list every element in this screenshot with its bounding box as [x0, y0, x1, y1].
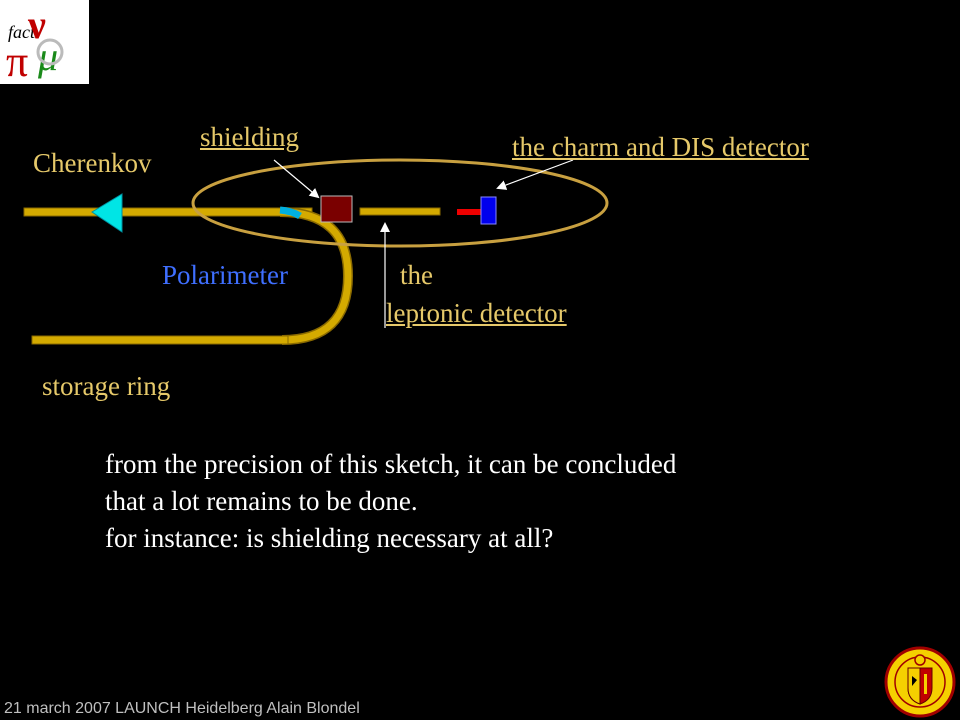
logo-nu-text: ν — [27, 2, 46, 47]
upper-beamline — [23, 207, 313, 217]
storage-ring-label: storage ring — [42, 371, 171, 401]
shielding-block — [320, 195, 353, 223]
polarimeter-segment — [279, 206, 302, 220]
beamline-bend — [279, 208, 352, 344]
cherenkov-label: Cherenkov — [33, 148, 152, 178]
logo-ring-icon — [36, 38, 64, 66]
cherenkov-counter-icon — [91, 193, 123, 233]
conclusion-line-2: that a lot remains to be done. — [105, 486, 418, 516]
charm-arrow — [496, 159, 574, 190]
charm-dis-label: the charm and DIS detector — [512, 132, 809, 162]
logo-mu-text: μ — [37, 34, 58, 79]
leptonic-label-line1: the — [400, 260, 433, 290]
slide-footer: 21 march 2007 LAUNCH Heidelberg Alain Bl… — [4, 700, 360, 717]
leptonic-label-line2: leptonic detector — [386, 298, 567, 328]
logo-fact-text: fact — [8, 22, 36, 42]
nufact-logo-graphic: fact ν π μ — [6, 2, 64, 86]
shielding-arrow — [273, 159, 320, 199]
shielding-label: shielding — [200, 122, 299, 152]
logo-pi-text: π — [6, 37, 28, 84]
polarimeter-label: Polarimeter — [162, 260, 288, 290]
university-seal-icon — [884, 646, 956, 718]
charm-detector-red-bar — [457, 209, 483, 215]
conclusion-line-3: for instance: is shielding necessary at … — [105, 523, 554, 553]
leptonic-detector-bar — [359, 207, 441, 216]
detector-region-ellipse — [191, 158, 609, 248]
charm-dis-detector-block — [480, 196, 497, 225]
nufact-logo: fact ν π μ — [0, 0, 89, 86]
lower-beamline — [31, 335, 289, 345]
conclusion-line-1: from the precision of this sketch, it ca… — [105, 449, 677, 479]
conclusion-text: from the precision of this sketch, it ca… — [105, 446, 676, 557]
